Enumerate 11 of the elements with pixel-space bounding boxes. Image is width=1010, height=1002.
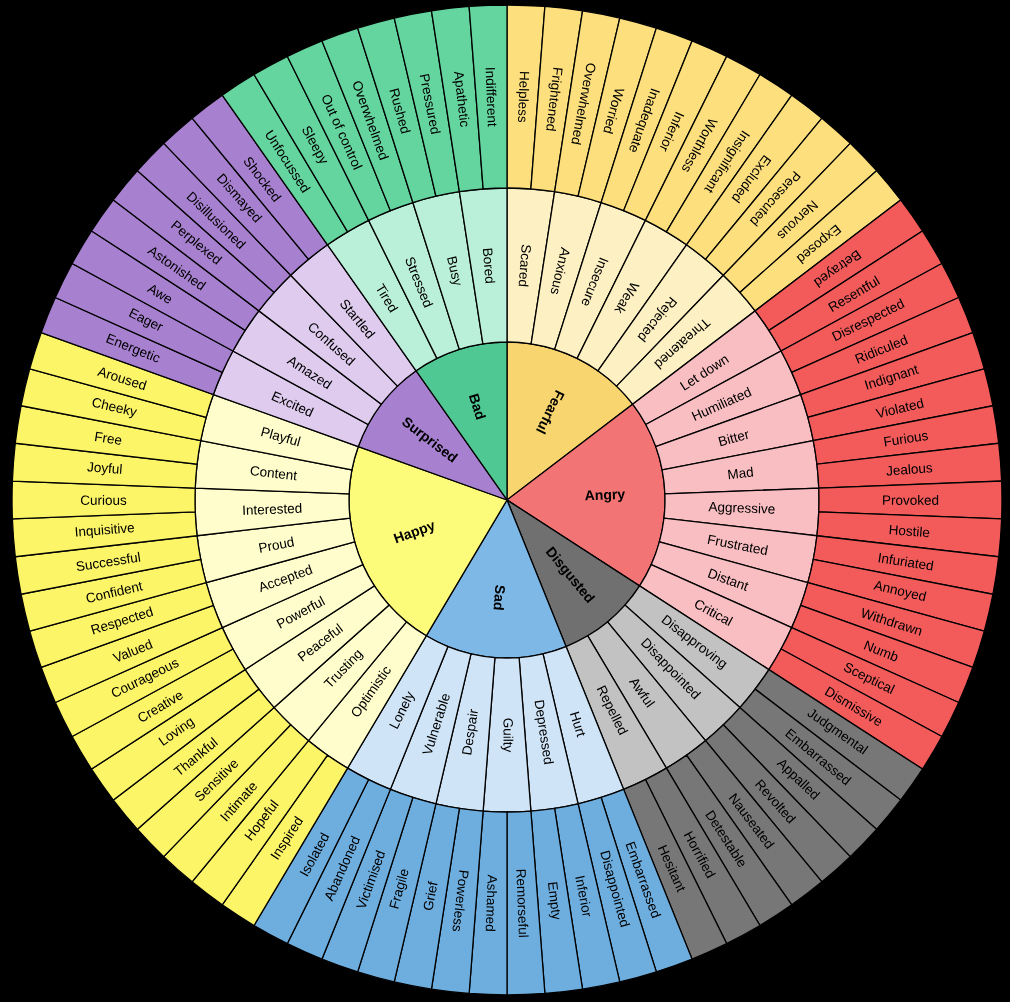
node-label: Hostile bbox=[889, 524, 930, 538]
node-label: Jealous bbox=[886, 464, 933, 476]
wheel-segment: Curious bbox=[11, 480, 196, 520]
wheel-segment: Remorseful bbox=[506, 810, 546, 996]
node-label: Provoked bbox=[883, 495, 939, 505]
node-label: Remorseful bbox=[516, 869, 529, 937]
wheel-segment: Provoked bbox=[818, 480, 1003, 520]
wheel-segment: Guilty bbox=[482, 656, 532, 813]
wheel-segment: Ashamed bbox=[468, 810, 508, 996]
wheel-segment: Interested bbox=[194, 487, 351, 537]
node-label: Ashamed bbox=[485, 874, 497, 931]
